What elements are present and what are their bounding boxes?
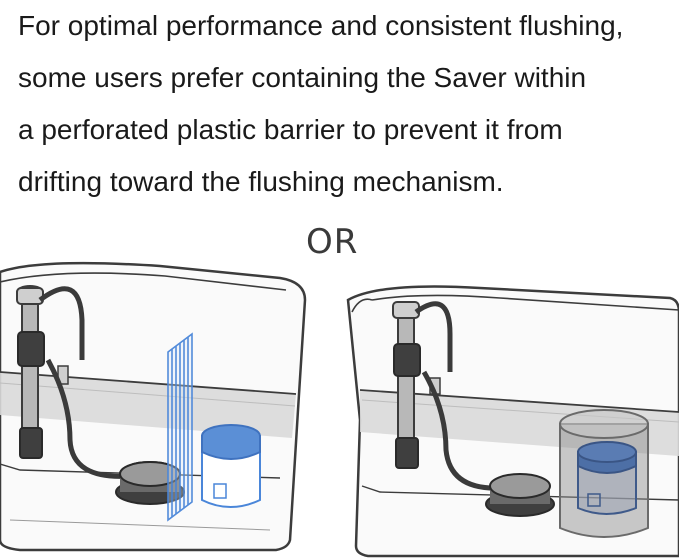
tank-with-container [346, 285, 679, 558]
saver-tablet-icon [577, 441, 637, 515]
or-label: OR [306, 222, 359, 262]
tank-with-perforated-barrier [0, 261, 307, 552]
caption-text: For optimal performance and consistent f… [18, 0, 678, 208]
flush-valve-icon [485, 473, 555, 517]
saver-tablet-icon [201, 424, 261, 508]
caption-line-1: For optimal performance and consistent f… [18, 10, 624, 41]
caption-line-2: some users prefer containing the Saver w… [18, 62, 587, 93]
fill-valve-icon [392, 301, 501, 491]
caption-line-3: a perforated plastic barrier to prevent … [18, 114, 563, 145]
caption-line-4: drifting toward the flushing mechanism. [18, 166, 504, 197]
perforated-barrier-icon [167, 332, 193, 522]
fill-valve-icon [16, 285, 131, 479]
toilet-tank-icon [0, 261, 307, 552]
